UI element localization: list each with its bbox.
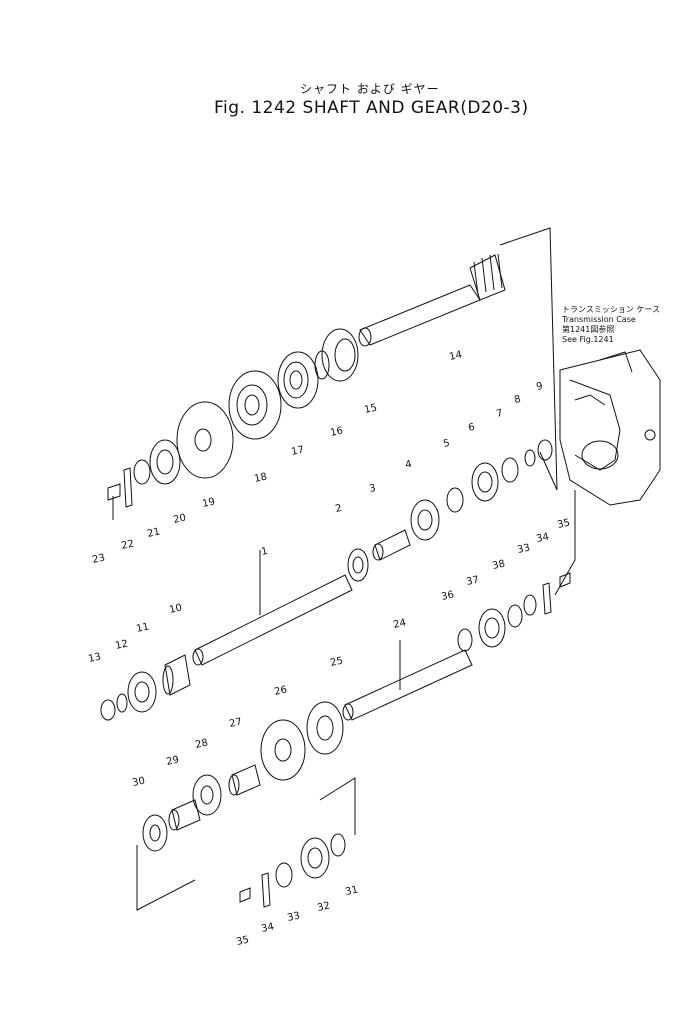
transmission-case-callout: トランスミッション ケース Transmission Case 第1241図参照… [562,305,660,345]
gear-30 [142,814,168,852]
sleeve-10 [162,654,191,696]
gear-25 [306,701,344,755]
sleeve-29 [168,799,201,831]
part-label-25: 25 [329,656,344,669]
bearing-32 [300,837,330,879]
part-number-labels: 1234567891011121314151617181920212223242… [87,350,571,948]
part-label-24: 24 [392,618,407,631]
lock-plate-22 [123,467,133,508]
part-label-15: 15 [363,403,378,416]
gear-19 [176,401,234,479]
leader-lines [136,227,576,911]
part-label-27: 27 [228,717,243,730]
part-label-38: 38 [491,559,506,572]
callout-line-1: トランスミッション ケース [562,305,660,314]
japanese-title: シャフト および ギヤー [300,82,440,96]
gear-26 [260,719,306,781]
shaft-14 [358,253,506,347]
lock-plate-34-lower [261,872,271,908]
gear-2 [347,548,369,582]
part-label-22: 22 [120,539,135,552]
transmission-case [559,349,661,506]
snap-ring-7 [501,457,519,483]
part-label-37: 37 [465,575,480,588]
lock-plate-34-upper [542,582,552,615]
part-label-36: 36 [440,590,455,603]
bearing-37 [478,608,506,648]
part-label-11: 11 [135,622,150,635]
part-label-21: 21 [146,527,161,540]
snap-ring-38 [507,604,523,628]
sleeve-3 [372,529,411,561]
part-label-p35b: 35 [556,518,571,531]
part-label-26: 26 [273,685,288,698]
shaft-24 [342,649,473,721]
nut-13 [100,699,116,721]
part-label-5: 5 [442,438,451,450]
part-label-18: 18 [253,472,268,485]
gear-28 [192,774,222,816]
part-label-35: 35 [235,935,250,948]
part-label-30: 30 [131,776,146,789]
washer-21 [133,459,151,485]
callout-line-3: 第1241図参照 [562,325,615,334]
part-label-12: 12 [114,639,129,652]
part-label-9: 9 [535,381,544,393]
callout-line-2: Transmission Case [562,315,636,324]
callout-line-4: See Fig.1241 [562,335,614,344]
nut-9 [537,439,553,461]
bolt-35-lower [239,887,251,903]
part-label-p34b: 34 [535,532,550,545]
collar-5 [446,487,464,513]
part-label-p33b: 33 [516,543,531,556]
sleeve-27 [228,764,261,796]
part-label-29: 29 [165,755,180,768]
part-label-13: 13 [87,652,102,665]
washer-33-lower [275,862,293,888]
part-label-19: 19 [201,497,216,510]
collar-31 [330,833,346,857]
part-label-31: 31 [344,885,359,898]
bearing-20 [149,439,181,485]
part-label-1: 1 [260,546,269,558]
part-label-4: 4 [404,459,413,471]
bearing-6 [471,462,499,502]
part-label-32: 32 [316,901,331,914]
collar-36 [457,628,473,652]
part-label-14: 14 [448,350,463,363]
part-label-3: 3 [368,483,377,495]
bearing-11 [127,671,157,713]
figure-title: Fig. 1242 SHAFT AND GEAR(D20-3) [214,98,529,118]
lock-washer-12 [116,693,128,713]
gear-18 [228,370,282,440]
part-label-17: 17 [290,445,305,458]
bolt-23 [107,483,121,520]
gear-17 [277,351,319,409]
part-label-16: 16 [329,426,344,439]
gear-4 [410,499,440,541]
part-label-10: 10 [168,603,183,616]
part-label-8: 8 [513,394,522,406]
part-label-7: 7 [495,408,504,420]
lock-washer-8 [524,449,536,467]
bearing-15 [321,328,359,382]
part-label-23: 23 [91,553,106,566]
part-label-28: 28 [194,738,209,751]
shaft-1 [192,574,353,666]
part-label-34: 34 [260,922,275,935]
part-label-2: 2 [334,503,343,515]
bolt-35-upper [559,572,571,588]
part-label-6: 6 [467,422,476,434]
part-label-20: 20 [172,513,187,526]
part-label-33: 33 [286,911,301,924]
washer-33-upper [523,594,537,616]
